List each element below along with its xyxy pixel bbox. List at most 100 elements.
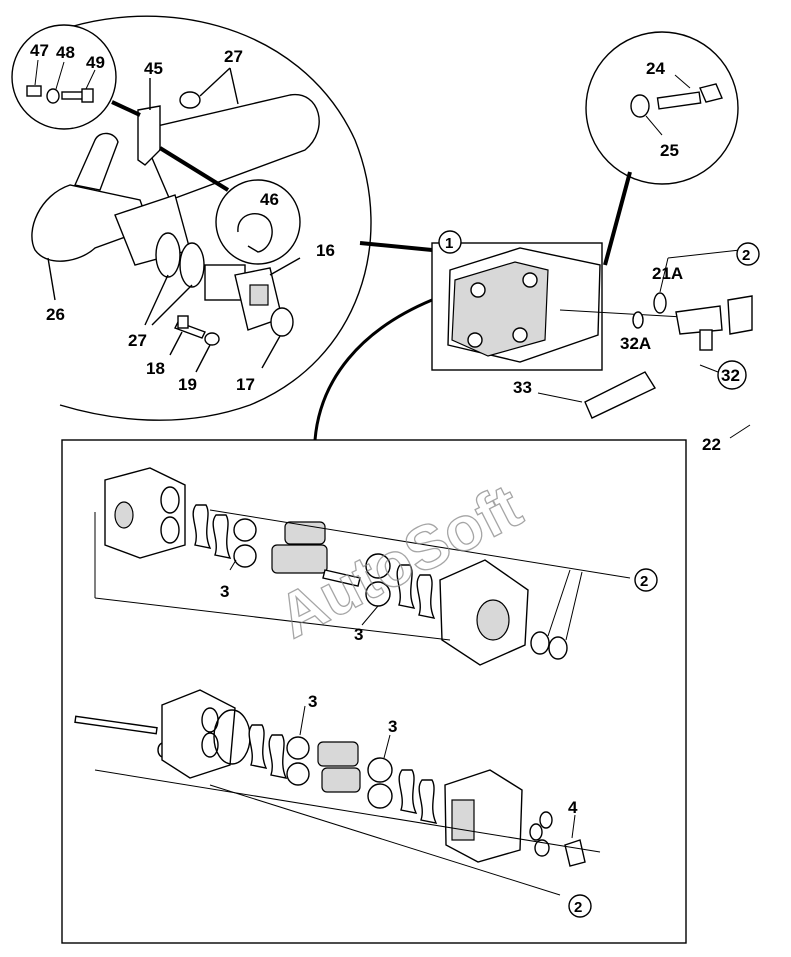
seal-3-b	[212, 514, 232, 559]
leader-21a	[659, 257, 669, 293]
leader-33	[537, 392, 583, 403]
callout-19: 19	[178, 375, 197, 394]
callout-45: 45	[144, 59, 163, 78]
o-ring-32a	[632, 311, 644, 329]
tee-fitting-branch	[699, 329, 713, 351]
pipe-26	[31, 184, 151, 262]
seal-3-a	[192, 504, 212, 549]
bolt-49-head	[81, 88, 94, 103]
leader-47-49	[111, 100, 141, 117]
leader-2-top	[667, 249, 741, 259]
callout-16: 16	[316, 241, 335, 260]
dowel-4	[564, 839, 586, 867]
seal-3-h	[418, 779, 438, 824]
o-ring-lower-b	[539, 811, 553, 829]
washer-19	[204, 332, 220, 346]
gear-lower-b	[321, 767, 361, 793]
pump-assembly-box	[313, 241, 701, 441]
seal-kit-line-upper	[209, 509, 631, 579]
seal-3-f	[268, 734, 288, 779]
callout-27-top: 27	[224, 47, 243, 66]
spring-clip-46	[237, 213, 273, 253]
pipe-33	[584, 371, 657, 419]
callout-48: 48	[56, 43, 75, 62]
callout-3-upper-a: 3	[220, 582, 229, 601]
shaft-seal-a	[530, 631, 550, 655]
tee-fitting-32	[675, 305, 723, 335]
exploded-lower-section	[74, 689, 601, 896]
callout-3-lower-b: 3	[388, 717, 397, 736]
callout-2-bottom: 2	[574, 899, 582, 916]
seal-3-d	[416, 574, 436, 619]
leader-26	[47, 257, 56, 301]
inset-clip-46	[215, 179, 301, 265]
leader-17	[261, 335, 281, 369]
seal-kit-line-bottom	[209, 784, 561, 896]
through-bolt	[74, 715, 158, 735]
spacer-47	[26, 85, 42, 97]
leader-46	[158, 146, 230, 192]
bolt-24-shank	[656, 91, 702, 110]
callout-1-circle	[438, 230, 462, 254]
pump-bolt-2	[522, 272, 538, 288]
gear-lower-a	[317, 741, 359, 767]
leader-47	[34, 59, 39, 86]
gear-upper-a	[271, 544, 328, 574]
callout-27-bottom: 27	[128, 331, 147, 350]
callout-49: 49	[86, 53, 105, 72]
leader-3-lower-a	[299, 705, 306, 736]
callout-17: 17	[236, 375, 255, 394]
leader-3-lower-b	[383, 734, 391, 759]
o-ring-17	[270, 307, 294, 337]
pump-bolt-1	[470, 282, 486, 298]
inset-circle-47-49	[11, 24, 117, 130]
callout-3-lower-a: 3	[308, 692, 317, 711]
washer-48	[46, 88, 60, 104]
callout-32-circle	[717, 360, 747, 390]
bushing-plate-a-bottom	[233, 544, 257, 568]
leader-2-upper-b	[565, 571, 583, 641]
clamp-27-a	[155, 232, 181, 278]
exploded-upper-section	[94, 467, 631, 666]
callout-3-upper-b: 3	[354, 625, 363, 644]
leader-22	[729, 424, 751, 439]
callout-2-top: 2	[742, 247, 750, 264]
bushing-plate-c-bottom	[286, 762, 310, 786]
bolt-49-shank	[61, 91, 85, 100]
leader-32	[699, 364, 719, 373]
bushing-plate-c-top	[286, 736, 310, 760]
flange-bore	[249, 284, 269, 306]
leader-48	[55, 61, 65, 90]
bushing-plate-d-bottom	[367, 783, 393, 809]
seal-kit-line-lower	[94, 769, 601, 853]
bushing-plate-a-top	[233, 518, 257, 542]
o-ring-lower-a	[529, 823, 543, 841]
pump-bolt-4	[512, 327, 528, 343]
callout-2-bottom-circle	[568, 894, 592, 918]
callout-25: 25	[660, 141, 679, 160]
leader-18	[169, 331, 183, 356]
callout-2-mid: 2	[640, 573, 648, 590]
rear-housing-port-b	[160, 516, 180, 544]
callout-18: 18	[146, 359, 165, 378]
washer-25	[630, 94, 650, 118]
inset-bolt-24-25	[585, 31, 739, 266]
rear-housing-bore	[114, 501, 134, 529]
front-housing-lower-face	[451, 799, 475, 841]
pipe-elbow	[74, 132, 119, 191]
leader-24	[674, 74, 691, 89]
callout-46: 46	[260, 190, 279, 209]
rear-housing-port-a	[160, 486, 180, 514]
callout-32a: 32A	[620, 334, 651, 353]
bracket-45	[137, 105, 161, 166]
seal-3-e	[248, 724, 268, 769]
rear-cover-lower	[161, 689, 236, 779]
callout-2-top-circle	[736, 242, 760, 266]
assembly-line-b	[94, 597, 451, 641]
o-ring-lower-c	[534, 839, 550, 857]
clamp-27-b	[179, 242, 205, 288]
pump-bolt-3	[467, 332, 483, 348]
seal-3-g	[398, 769, 418, 814]
